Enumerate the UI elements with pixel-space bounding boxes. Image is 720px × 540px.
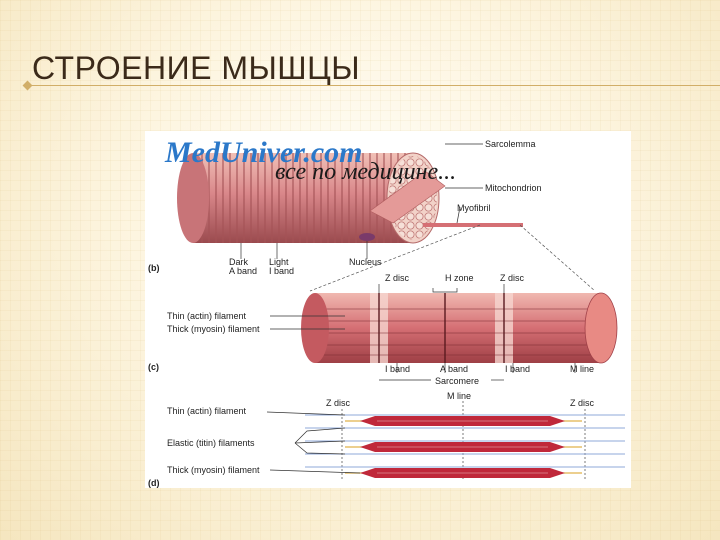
label-mitochondrion: Mitochondrion [485,183,542,193]
label-m-line-c: M line [570,364,594,374]
watermark-site: MedUniver.com [164,136,362,169]
panel-b-fiber [177,152,523,244]
label-z-disc-c-left: Z disc [385,273,410,283]
panel-d-leaders [266,411,361,474]
label-z-disc-d-right: Z disc [570,398,595,408]
panel-d-filaments [305,414,625,478]
label-a-band-c: A band [440,364,468,374]
label-z-disc-c-right: Z disc [500,273,525,283]
label-thin-filament-c: Thin (actin) filament [167,311,247,321]
muscle-structure-figure: MedUniver.com все по медицине... Sarcole… [145,131,631,488]
label-m-line-d: M line [447,391,471,401]
label-elastic-filaments: Elastic (titin) filaments [167,438,255,448]
panel-c-myofibril [301,292,618,364]
label-thick-filament-c: Thick (myosin) filament [167,324,260,334]
label-a-band-b: A band [229,266,257,276]
label-sarcolemma: Sarcolemma [485,139,536,149]
panel-label-d: (d) [148,478,160,488]
watermark-tagline: все по медицине... [275,159,456,185]
label-dark: Dark [229,257,249,267]
label-myofibril: Myofibril [457,203,491,213]
label-nucleus: Nucleus [349,257,382,267]
panel-b-leaders [240,143,483,259]
muscle-structure-diagram: MedUniver.com все по медицине... Sarcole… [148,136,625,488]
panel-c-leaders [270,284,576,381]
slide-title: СТРОЕНИЕ МЫШЦЫ [32,50,361,86]
panel-label-c: (c) [148,362,159,372]
panel-label-b: (b) [148,263,160,273]
label-i-band-c-right: I band [505,364,530,374]
label-sarcomere: Sarcomere [435,376,479,386]
title-rule [30,85,720,86]
label-i-band-b: I band [269,266,294,276]
label-z-disc-d-left: Z disc [326,398,351,408]
label-thin-filament-d: Thin (actin) filament [167,406,247,416]
label-light: Light [269,257,289,267]
label-h-zone: H zone [445,273,474,283]
zoom-lines-b-c [309,224,596,292]
label-thick-filament-d: Thick (myosin) filament [167,465,260,475]
label-i-band-c-left: I band [385,364,410,374]
